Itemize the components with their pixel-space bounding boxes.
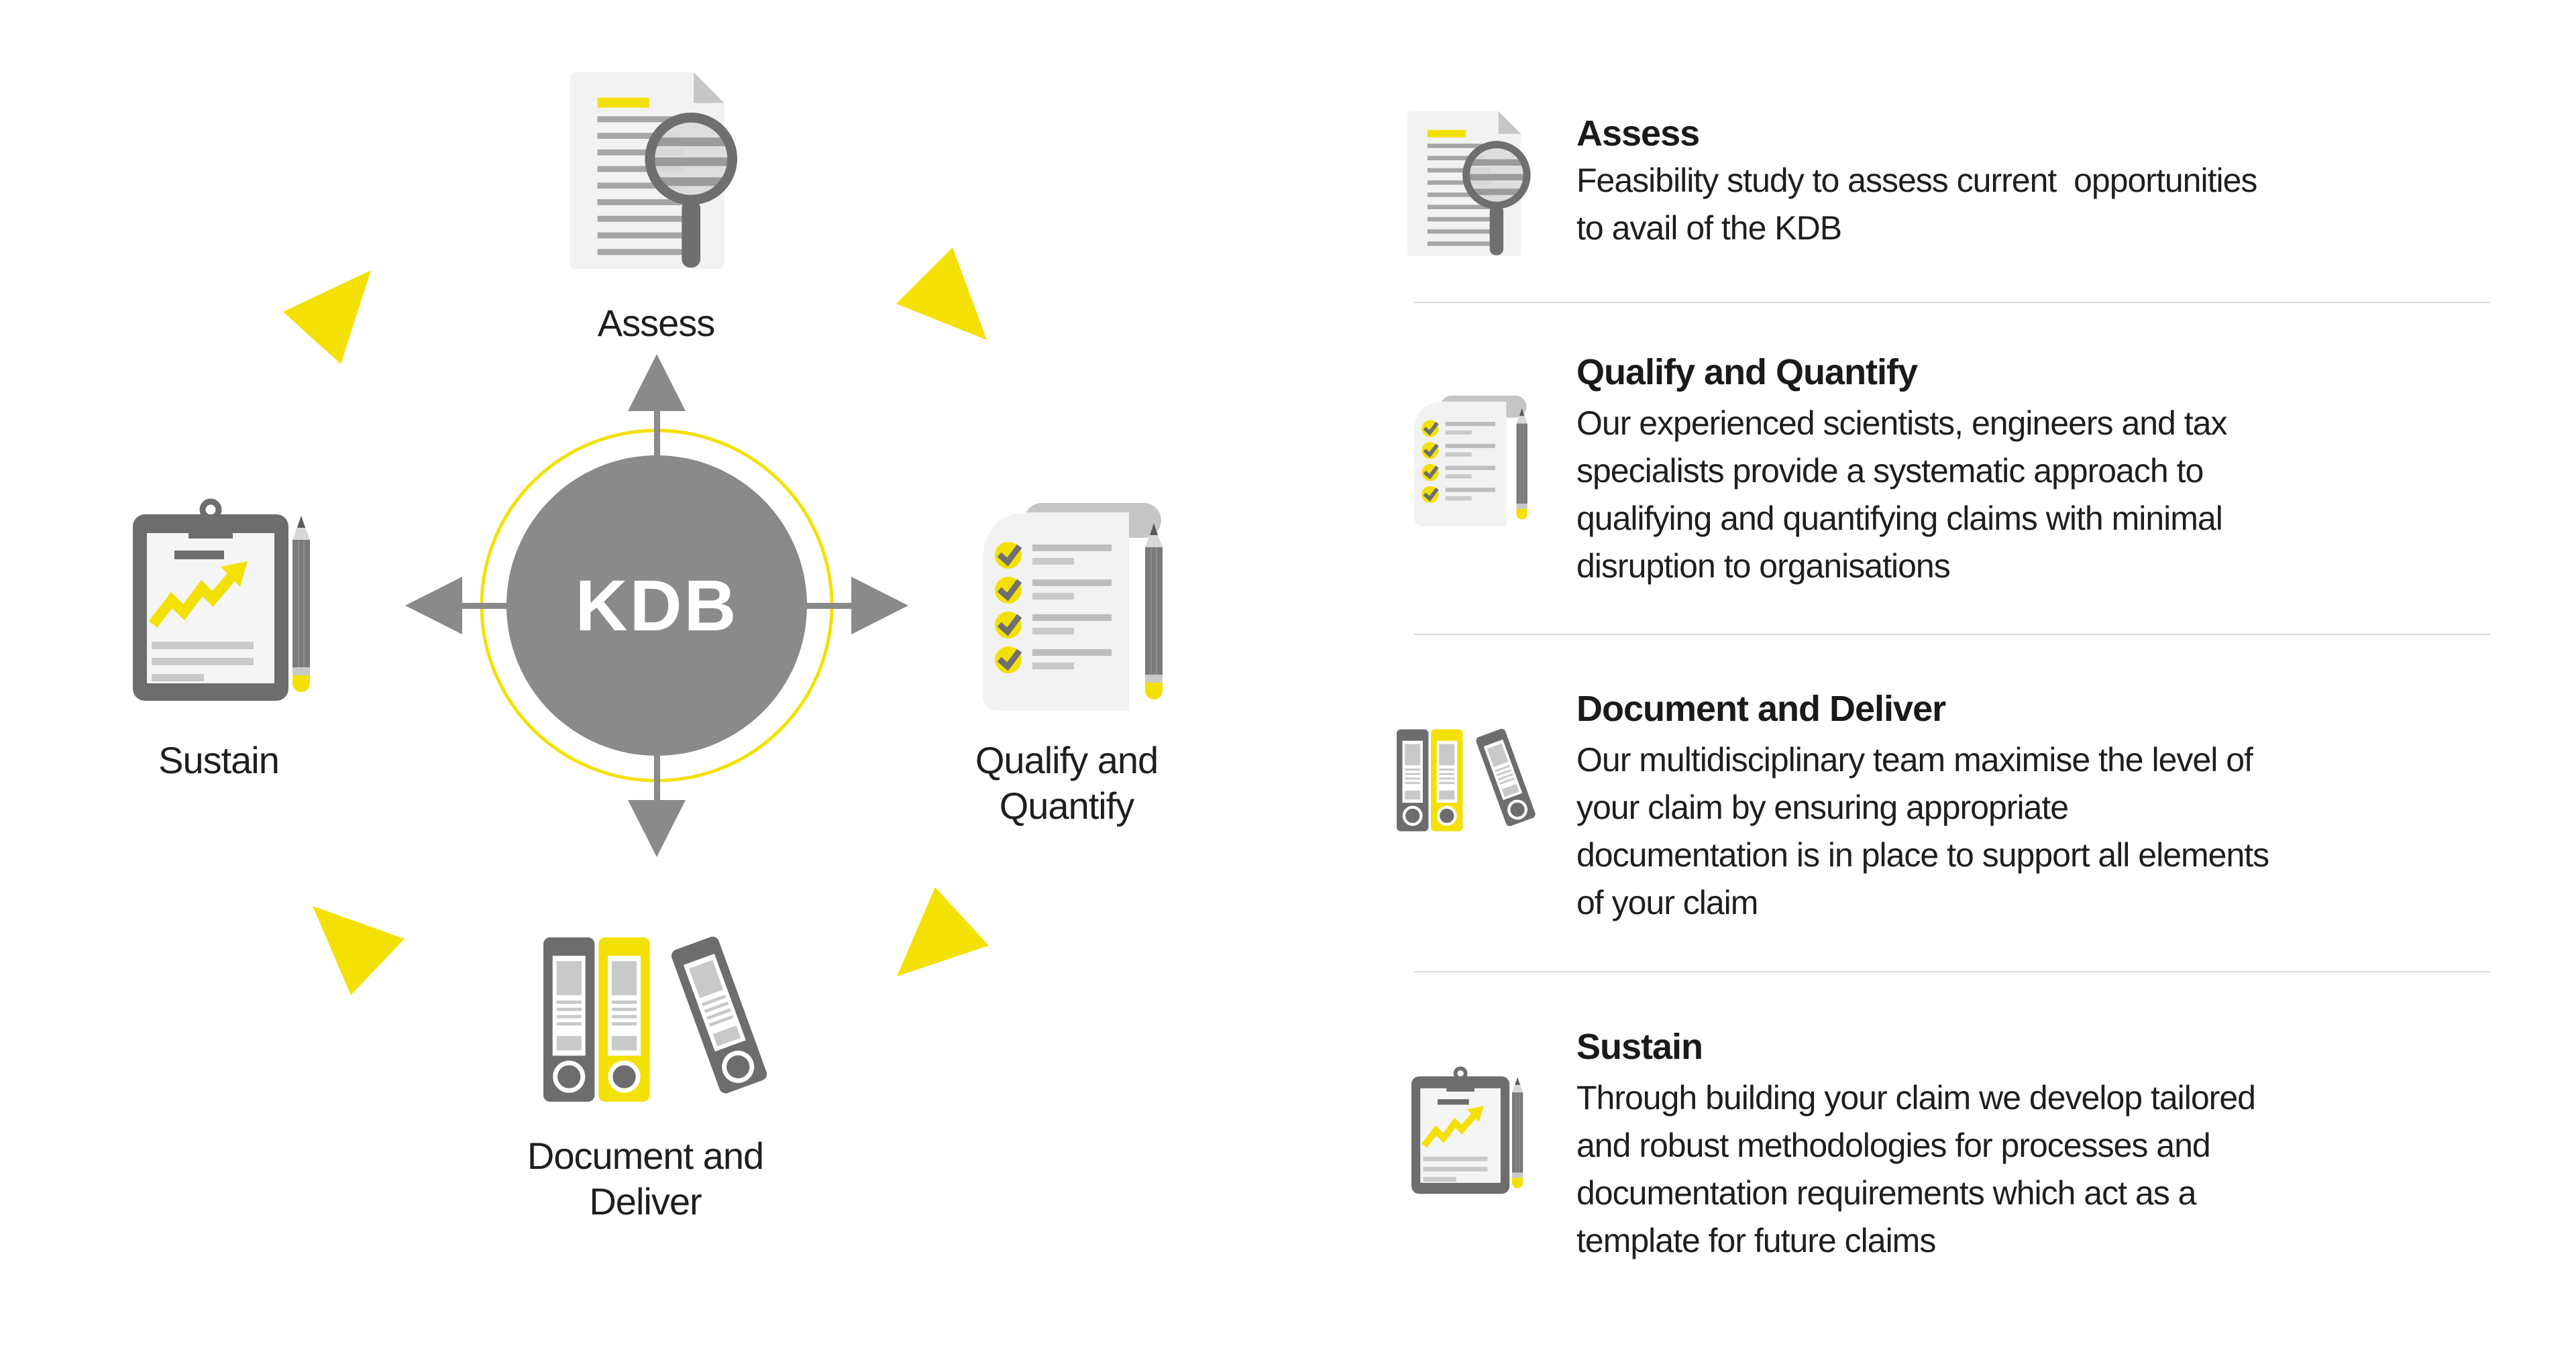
arrow-up [628, 354, 686, 464]
hub-label: KDB [575, 565, 739, 646]
section-title-assess: Assess [1576, 113, 1700, 154]
arrow-left [405, 577, 513, 634]
yellow-triangle-bottom-right [897, 887, 989, 976]
node-label-sustain: Sustain [158, 739, 280, 781]
arrow-right [801, 577, 908, 634]
yellow-triangle-top-right [896, 247, 987, 340]
node-label-assess: Assess [597, 302, 716, 344]
section-divider [1414, 971, 2490, 972]
yellow-triangle-bottom-left [313, 906, 405, 995]
document-magnifier-icon [570, 72, 735, 269]
clipboard-chart-icon [1411, 1068, 1523, 1194]
section-title-document-and-deliver: Document and Deliver [1576, 689, 1946, 729]
section-body-document-and-deliver: Our multidisciplinary team maximise the … [1576, 741, 2269, 921]
checklist-pencil-icon [1414, 396, 1527, 526]
clipboard-chart-icon [133, 502, 310, 701]
section-title-sustain: Sustain [1576, 1027, 1703, 1067]
arrow-down [628, 747, 686, 857]
node-label-qualify-and-quantify: Qualify and Quantify [975, 739, 1159, 827]
ring-binders-icon [1397, 728, 1536, 831]
document-magnifier-icon [1407, 111, 1529, 256]
node-label-document-and-deliver: Document and Deliver [527, 1135, 764, 1222]
hub-circle [506, 455, 807, 756]
section-body-sustain: Through building your claim we develop t… [1576, 1079, 2256, 1259]
section-body-qualify-and-quantify: Our experienced scientists, engineers an… [1576, 404, 2227, 585]
section-divider [1414, 302, 2490, 303]
checklist-pencil-icon [983, 503, 1163, 711]
yellow-triangle-top-left [283, 270, 371, 364]
section-body-assess: Feasibility study to assess current oppo… [1576, 162, 2257, 247]
section-divider [1414, 634, 2490, 635]
ring-binders-icon [543, 935, 769, 1102]
section-title-qualify-and-quantify: Qualify and Quantify [1576, 352, 1918, 392]
